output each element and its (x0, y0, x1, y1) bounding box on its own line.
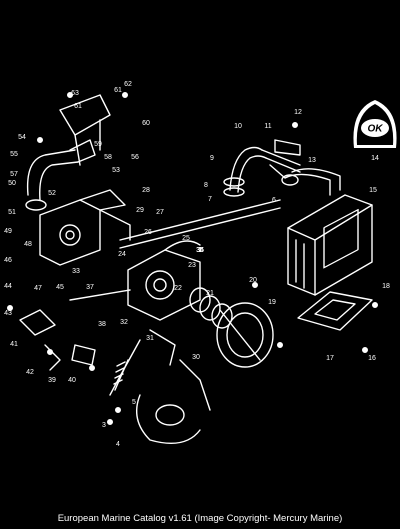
callout-59: 59 (94, 141, 102, 148)
callout-55: 55 (10, 151, 18, 158)
callout-61: 61 (114, 87, 122, 94)
ok-logo: OK (353, 100, 397, 148)
callout-4: 4 (116, 441, 120, 448)
callout-63: 63 (71, 90, 79, 97)
compressor (127, 240, 201, 321)
callout-33: 33 (72, 268, 80, 275)
callout-23: 23 (188, 262, 196, 269)
callout-1: 1 (198, 247, 202, 254)
callout-18: 18 (382, 283, 390, 290)
callout-17: 17 (326, 355, 334, 362)
callout-32: 32 (120, 319, 128, 326)
callout-11: 11 (264, 123, 271, 130)
callout-15: 15 (369, 187, 377, 194)
callout-29: 29 (136, 207, 144, 214)
callout-2: 2 (198, 247, 202, 254)
callout-61: 61 (74, 103, 82, 110)
bolts (7, 92, 378, 425)
callout-34: 34 (196, 247, 204, 254)
callout-19: 19 (268, 299, 276, 306)
callout-45: 45 (56, 284, 64, 291)
callout-37: 37 (86, 284, 94, 291)
callout-43: 43 (4, 310, 12, 317)
callout-26: 26 (144, 229, 152, 236)
upper-elbow (25, 139, 96, 211)
lower-linkage (19, 289, 176, 396)
callout-40: 40 (68, 377, 76, 384)
callout-36: 36 (196, 247, 204, 254)
callout-28: 28 (142, 187, 150, 194)
top-bracket (59, 94, 111, 166)
logo-text: OK (368, 124, 384, 135)
elbow-hoses (223, 139, 301, 197)
callout-49: 49 (4, 228, 12, 235)
callout-13: 13 (308, 157, 316, 164)
callout-35: 35 (196, 247, 204, 254)
callout-48: 48 (24, 241, 32, 248)
callout-25: 25 (182, 235, 190, 242)
callout-56: 56 (131, 154, 139, 161)
callout-58: 58 (104, 154, 112, 161)
catalog-caption: European Marine Catalog v1.61 (Image Cop… (57, 513, 343, 524)
callout-21: 21 (206, 290, 214, 297)
callout-3: 3 (102, 422, 106, 429)
callout-8: 8 (204, 182, 208, 189)
callout-46: 46 (4, 257, 12, 264)
callout-42: 42 (26, 369, 34, 376)
callout-47: 47 (34, 285, 42, 292)
long-hose (119, 199, 281, 249)
callout-39: 39 (48, 377, 56, 384)
callout-51: 51 (8, 209, 16, 216)
callout-52: 52 (48, 190, 56, 197)
callout-41: 41 (10, 341, 18, 348)
callout-57: 57 (10, 171, 18, 178)
callout-1: 1 (198, 247, 202, 254)
callout-5: 5 (132, 399, 136, 406)
callout-27: 27 (156, 209, 164, 216)
manifold-block (39, 189, 131, 266)
callout-24: 24 (118, 251, 126, 258)
callout-53: 53 (112, 167, 120, 174)
callout-14: 14 (371, 155, 379, 162)
callout-6: 6 (272, 197, 276, 204)
engine-outline (136, 359, 211, 444)
spring-cable (113, 359, 129, 391)
callout-44: 44 (4, 283, 12, 290)
flame-arrestor (189, 287, 274, 368)
callout-38: 38 (98, 321, 106, 328)
callout-9: 9 (210, 155, 214, 162)
callout-54: 54 (18, 134, 26, 141)
callout-22: 22 (174, 285, 182, 292)
callout-62: 62 (124, 81, 132, 88)
callout-10: 10 (234, 123, 242, 130)
callout-30: 30 (192, 354, 200, 361)
exploded-parts-diagram: OK (4, 81, 397, 448)
callout-7: 7 (208, 196, 212, 203)
gasket-plate (297, 291, 373, 331)
callout-50: 50 (8, 180, 16, 187)
callout-60: 60 (142, 120, 150, 127)
callout-16: 16 (368, 355, 376, 362)
callout-20: 20 (249, 277, 257, 284)
callout-31: 31 (146, 335, 154, 342)
callout-12: 12 (294, 109, 302, 116)
